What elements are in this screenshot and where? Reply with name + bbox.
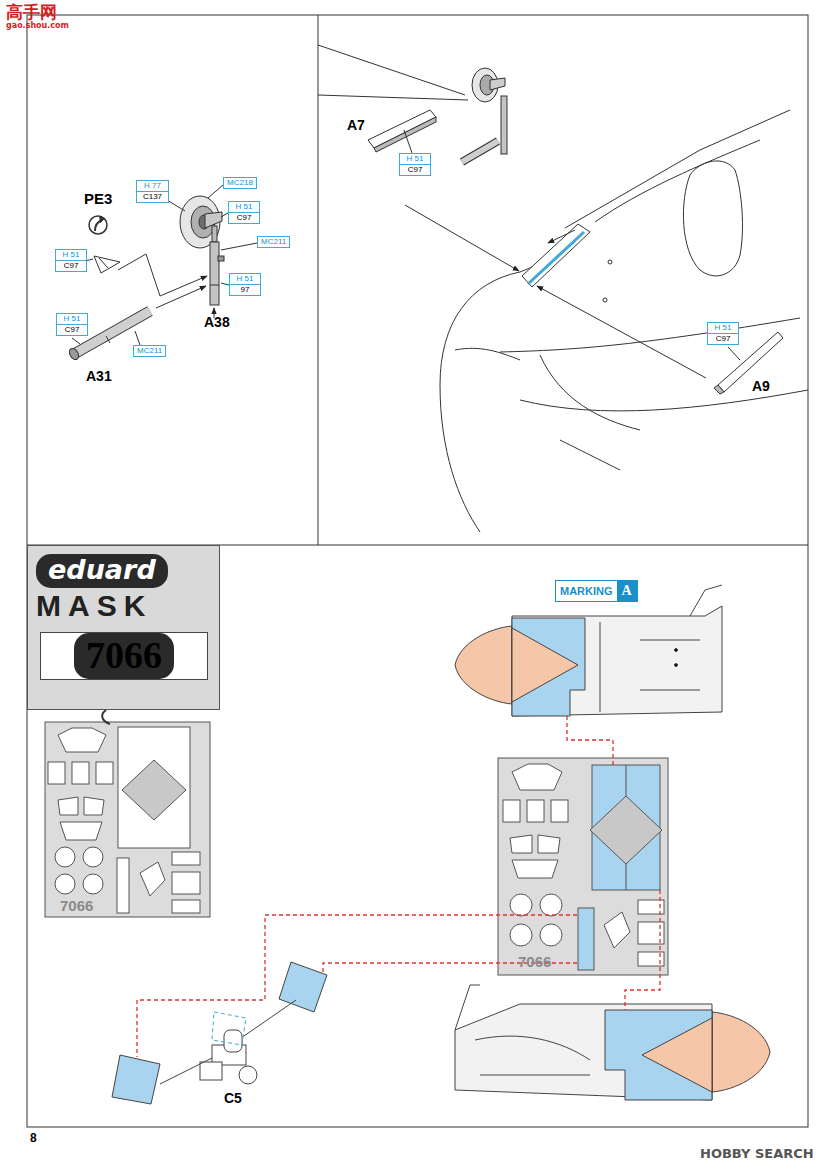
- color-callout: MC218: [223, 177, 257, 189]
- color-callout: H 51C97: [399, 153, 431, 176]
- marking-text: MARKING: [556, 581, 617, 601]
- sheet-number: 7066: [60, 897, 93, 914]
- part-number: A38: [204, 314, 230, 330]
- paint-code: C97: [57, 324, 87, 335]
- cowling-top-view: [455, 585, 722, 716]
- paint-code: H 77: [140, 181, 165, 191]
- mask-sheet-right: [498, 758, 668, 975]
- paint-code: MC211: [137, 346, 162, 356]
- marking-text: A: [617, 581, 637, 601]
- part-number: A31: [86, 368, 112, 384]
- paint-code: C97: [56, 260, 86, 271]
- watermark: HOBBY SEARCH: [700, 1146, 814, 1161]
- paint-code: 7066: [74, 633, 174, 679]
- mask-sheet-left: [45, 710, 210, 917]
- color-callout: H 5197: [229, 273, 261, 296]
- watermark: gao.shou.com: [6, 21, 69, 30]
- color-callout: MC211: [133, 345, 166, 357]
- color-callout: MC211: [257, 236, 290, 248]
- paint-code: H 51: [59, 250, 83, 260]
- set-number-box: 7066: [40, 632, 208, 680]
- cowling-bottom-view: [455, 985, 770, 1100]
- part-number: C5: [224, 1090, 242, 1106]
- color-callout: H 51C97: [707, 322, 739, 345]
- brand-text: eduard: [36, 554, 168, 588]
- part-number: A9: [752, 378, 770, 394]
- panel-frame: [27, 15, 808, 1127]
- marking-badge: MARKINGA: [555, 580, 638, 602]
- paint-code: C97: [708, 333, 738, 344]
- paint-code: H 51: [232, 202, 256, 212]
- paint-code: C137: [137, 191, 168, 202]
- paint-code: C97: [229, 212, 259, 223]
- paint-code: H 51: [60, 314, 84, 324]
- paint-code: MC211: [261, 237, 286, 247]
- watermark: 高手网: [6, 1, 57, 24]
- logo-panel: eduardMASK 7066: [27, 545, 220, 710]
- color-callout: H 51C97: [56, 313, 88, 336]
- color-callout: H 51C97: [55, 249, 87, 272]
- mask-placement-lines: [137, 716, 660, 1057]
- color-callout: H 77C137: [136, 180, 169, 203]
- paint-code: MC218: [227, 178, 253, 188]
- paint-code: H 51: [403, 154, 427, 164]
- paint-code: 97: [230, 284, 260, 295]
- sheet-number: 7066: [518, 953, 551, 970]
- page-number: 8: [30, 1131, 37, 1145]
- color-callout: H 51C97: [228, 201, 260, 224]
- part-number: PE3: [84, 190, 112, 207]
- paint-code: H 51: [233, 274, 257, 284]
- part-number: A7: [347, 117, 365, 133]
- paint-code: H 51: [711, 323, 735, 333]
- paint-code: C97: [400, 164, 430, 175]
- brand-text: MASK: [36, 588, 211, 624]
- gunsight-part: [112, 962, 327, 1104]
- airframe-view: [318, 45, 808, 532]
